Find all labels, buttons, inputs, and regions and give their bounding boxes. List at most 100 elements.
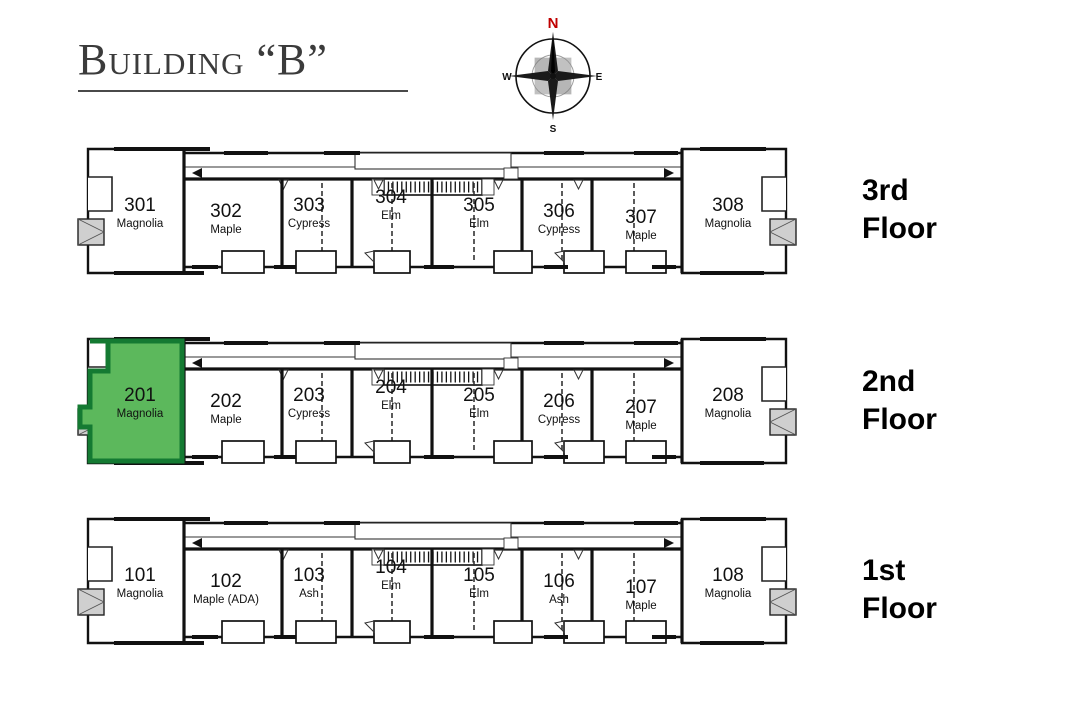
- compass-rose: N S E W: [498, 14, 608, 135]
- unit-plan-name: Elm: [469, 588, 489, 600]
- title-underline-rule: [78, 90, 408, 92]
- floor-label-3rd-line1: 3rd: [862, 174, 909, 207]
- patio: [295, 620, 337, 644]
- unit-number: 204: [375, 377, 407, 398]
- end-unit-left-details: [77, 546, 113, 616]
- unit-number: 205: [463, 385, 495, 406]
- unit-plan-name: Maple: [210, 224, 241, 236]
- unit-number: 202: [210, 391, 242, 412]
- patio: [563, 620, 605, 644]
- patio: [563, 440, 605, 464]
- unit-plan-name: Cypress: [538, 224, 580, 236]
- patio: [493, 620, 533, 644]
- floor-label-3rd-line2: Floor: [862, 211, 937, 245]
- unit-number: 104: [375, 557, 407, 578]
- floor-label-2nd-line2: Floor: [862, 402, 937, 436]
- title-block: Building “B”: [78, 38, 418, 92]
- unit-number: 208: [712, 385, 744, 406]
- unit-plan-name: Magnolia: [705, 588, 752, 600]
- unit-number: 303: [293, 195, 325, 216]
- end-unit-right-details: [761, 176, 797, 246]
- patio: [373, 440, 411, 464]
- floor-label-1st: 1st Floor: [862, 552, 1032, 628]
- unit-number: 207: [625, 397, 657, 418]
- compass-east-label: E: [596, 72, 603, 83]
- unit-plan-name: Elm: [469, 408, 489, 420]
- unit-number: 201: [124, 385, 156, 406]
- floor-label-1st-line2: Floor: [862, 591, 937, 625]
- highlighted-unit-201: [77, 338, 185, 464]
- unit-plan-name: Elm: [381, 400, 401, 412]
- unit-number: 301: [124, 195, 156, 216]
- patio: [373, 620, 411, 644]
- patio: [625, 620, 667, 644]
- unit-plan-name: Cypress: [288, 408, 330, 420]
- unit-plan-name: Maple: [625, 420, 656, 432]
- floor-label-2nd: 2nd Floor: [862, 363, 1032, 439]
- floor-label-2nd-line1: 2nd: [862, 365, 916, 398]
- unit-number: 102: [210, 571, 242, 592]
- unit-plan-name: Maple: [625, 600, 656, 612]
- unit-plan-name: Cypress: [538, 414, 580, 426]
- page-title: Building “B”: [78, 35, 328, 84]
- unit-plan-name: Maple: [210, 414, 241, 426]
- end-unit-right-details: [761, 546, 797, 616]
- unit-number: 203: [293, 385, 325, 406]
- unit-plan-name: Magnolia: [117, 588, 164, 600]
- patio: [221, 250, 265, 274]
- unit-number: 305: [463, 195, 495, 216]
- patio: [295, 250, 337, 274]
- unit-number: 304: [375, 187, 407, 208]
- unit-plan-name: Elm: [381, 210, 401, 222]
- unit-plan-name: Magnolia: [117, 218, 164, 230]
- unit-number: 101: [124, 565, 156, 586]
- unit-number: 105: [463, 565, 495, 586]
- patio: [493, 250, 533, 274]
- unit-plan-name: Ash: [299, 588, 319, 600]
- compass-north-label: N: [548, 15, 559, 32]
- end-unit-right-details: [761, 366, 797, 436]
- floor-label-1st-line1: 1st: [862, 554, 906, 587]
- floor-label-3rd: 3rd Floor: [862, 172, 1032, 248]
- unit-plan-name: Magnolia: [117, 408, 164, 420]
- end-unit-left-details: [77, 176, 113, 246]
- unit-number: 308: [712, 195, 744, 216]
- compass-star-graphic: [509, 32, 597, 120]
- patio: [563, 250, 605, 274]
- unit-plan-name: Ash: [549, 594, 569, 606]
- unit-plan-name: Cypress: [288, 218, 330, 230]
- unit-number: 103: [293, 565, 325, 586]
- patio: [295, 440, 337, 464]
- unit-plan-name: Magnolia: [705, 408, 752, 420]
- patio: [493, 440, 533, 464]
- unit-plan-name: Elm: [469, 218, 489, 230]
